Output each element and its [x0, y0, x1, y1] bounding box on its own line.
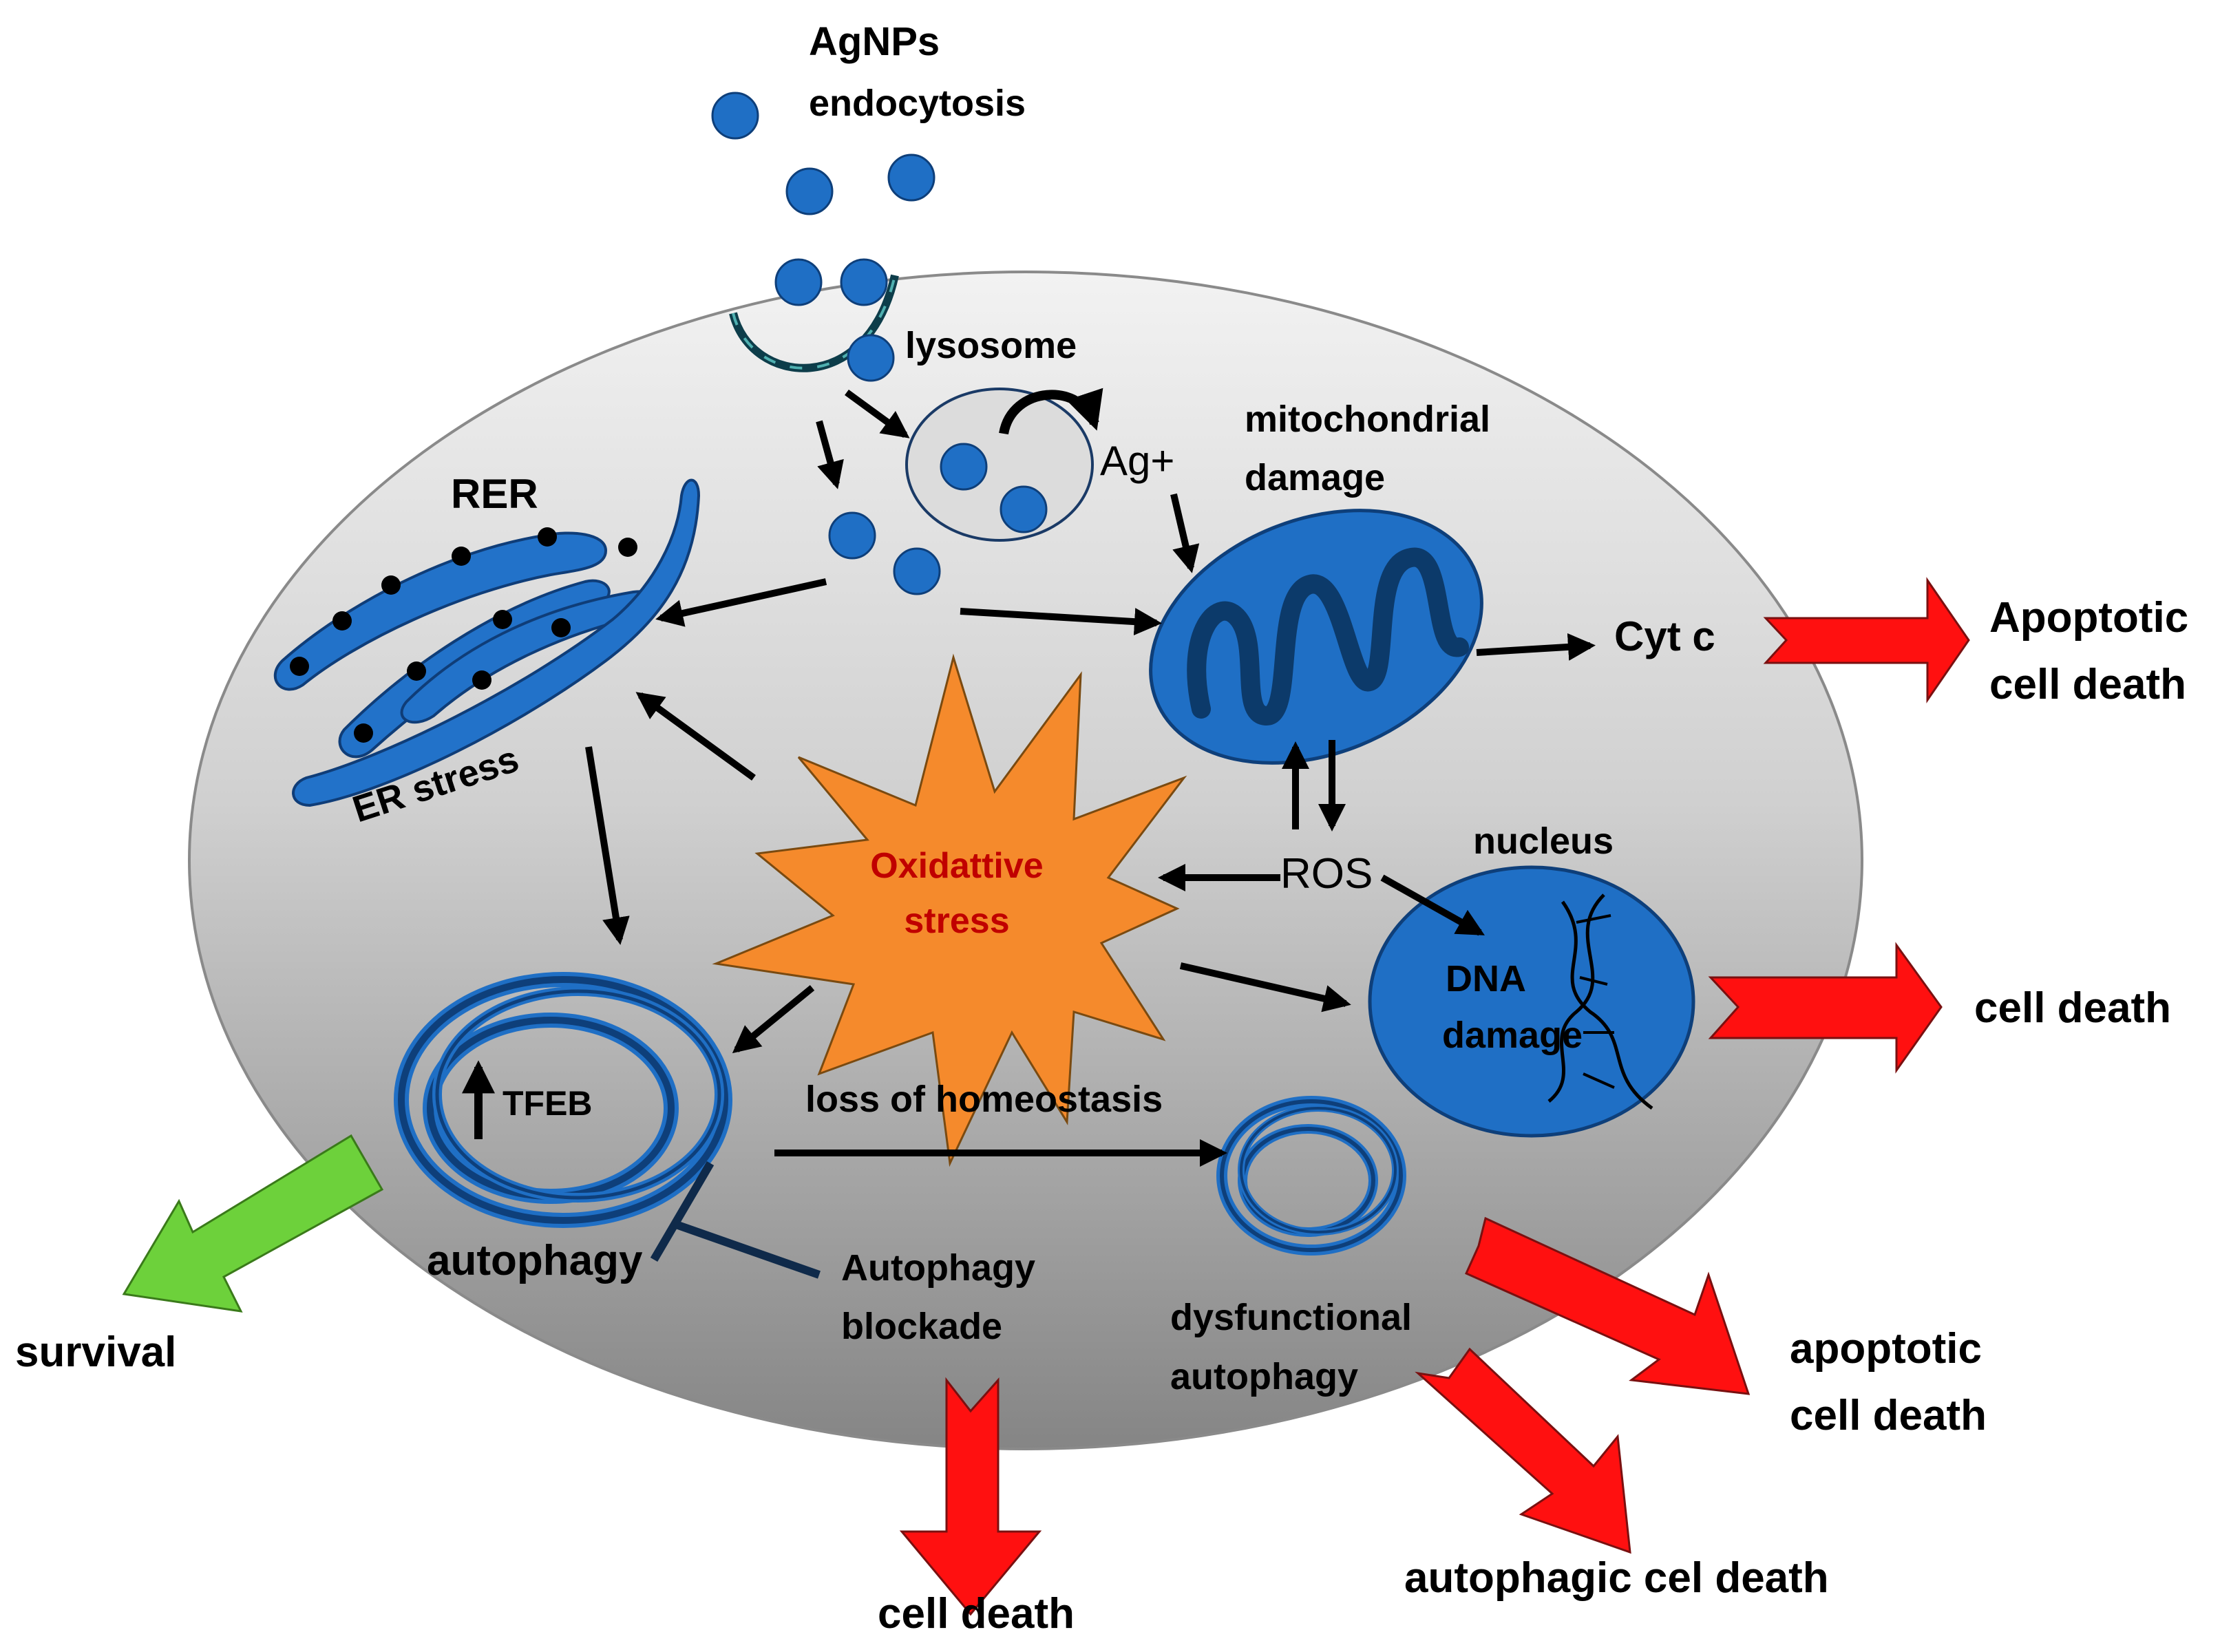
rer-organelle: [273, 478, 701, 807]
endocytosis-membrane-highlight: [732, 275, 896, 370]
dna-strand: [1576, 914, 1615, 1089]
arrow-apoptotic-death-2: [1465, 1216, 1751, 1395]
label-nucleus: nucleus: [1473, 820, 1614, 862]
nucleus: [1368, 865, 1695, 1138]
dna-strand: [1547, 893, 1605, 1103]
label-mito-line1: mitochondrial: [1245, 399, 1490, 440]
lysosome-release-arrow: [999, 388, 1103, 435]
dna-strand: [1561, 900, 1653, 1110]
arrow-survival: [122, 1134, 384, 1313]
autophagosome: [394, 972, 732, 1228]
agnp-particle: [840, 258, 888, 306]
label-oxidative-line1: Oxidattive: [870, 846, 1043, 886]
agnp-particle: [774, 258, 823, 306]
label-mito-line2: damage: [1245, 457, 1385, 498]
pathway-arrows: [585, 389, 1596, 1167]
label-dna-line2: damage: [1442, 1015, 1583, 1056]
label-apoptotic-1-line1: Apoptotic: [1989, 594, 2188, 642]
lysosome: [905, 388, 1094, 542]
mitochondrion-cristae: [1187, 547, 1469, 726]
red-arrows: [899, 577, 1970, 1616]
label-endocytosis: endocytosis: [809, 83, 1026, 124]
label-ag-plus: Ag+: [1100, 438, 1174, 484]
agnp-particle: [887, 153, 935, 202]
label-autophagy-blockade-line1: Autophagy: [841, 1247, 1035, 1289]
label-apoptotic-2-line1: apoptotic: [1790, 1325, 1982, 1373]
label-cell-death-bottom: cell death: [878, 1590, 1075, 1638]
label-cell-death-right: cell death: [1974, 984, 2171, 1032]
agnp-particle: [847, 334, 895, 382]
label-dysfunctional-line1: dysfunctional: [1170, 1297, 1412, 1338]
agnp-particle: [893, 547, 941, 595]
dysfunctional-autophagosome: [1216, 1096, 1406, 1256]
arrow-cell-death-right: [1708, 942, 1943, 1074]
labels: AgNPs endocytosis lysosome Ag+ mitochond…: [15, 19, 2188, 1638]
ribosomes: [290, 527, 637, 743]
label-apoptotic-2-line2: cell death: [1790, 1392, 1987, 1439]
arrow-cell-death-bottom: [899, 1377, 1042, 1616]
label-ros: ROS: [1280, 850, 1373, 898]
agnp-particles: [711, 92, 941, 595]
label-lysosome: lysosome: [905, 325, 1077, 366]
label-autophagic-death: autophagic cel death: [1404, 1554, 1829, 1602]
arrow-autophagic-death: [1415, 1347, 1631, 1554]
label-autophagy-blockade-line2: blockade: [841, 1306, 1002, 1347]
lysosome-particle: [1000, 485, 1048, 533]
blockade-inhibition: [650, 1161, 821, 1279]
label-survival: survival: [15, 1328, 176, 1376]
label-loss-homeostasis: loss of homeostasis: [805, 1079, 1163, 1120]
label-agnps: AgNPs: [809, 19, 940, 64]
label-autophagy: autophagy: [427, 1237, 643, 1284]
agnp-particle: [828, 511, 876, 560]
agnp-particle: [711, 92, 759, 140]
label-oxidative-line2: stress: [904, 901, 1009, 941]
label-rer: RER: [451, 471, 538, 517]
agnp-particle: [785, 167, 834, 215]
label-tfeb: TFEB: [503, 1084, 593, 1123]
oxidative-stress-star: [712, 653, 1187, 1167]
label-apoptotic-1-line2: cell death: [1989, 661, 2186, 708]
label-dna-line1: DNA: [1446, 958, 1526, 999]
arrow-apoptotic-death: [1763, 577, 1970, 703]
label-cyt-c: Cyt c: [1614, 613, 1715, 659]
lysosome-particle: [940, 443, 988, 491]
label-dysfunctional-line2: autophagy: [1170, 1356, 1358, 1397]
